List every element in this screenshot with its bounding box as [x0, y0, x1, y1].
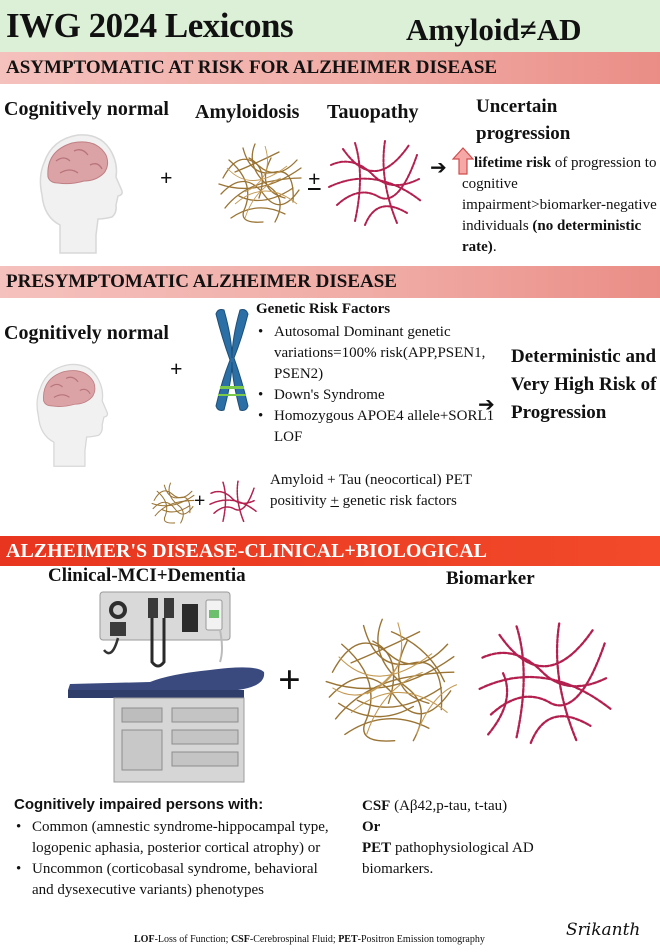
risk-paren: (no deterministic rate) [462, 218, 642, 255]
impaired-item: Common (amnestic syndrome-hippocampal ty… [16, 817, 332, 859]
title-bar [0, 0, 660, 52]
risk-text: of progression to cognitive impairment>b… [462, 155, 657, 234]
genetic-risk-list: Autosomal Dominant genetic variations=10… [256, 322, 519, 448]
footer-lof-def: -Loss of Function; [154, 934, 231, 945]
exam-table-icon [68, 591, 265, 783]
genetic-risk-item: Autosomal Dominant genetic variations=10… [258, 322, 519, 385]
outcome-uncertain-line2: progression [476, 123, 571, 144]
csf-text: (Aβ42,p-tau, t-tau) [394, 798, 508, 814]
impaired-list: Common (amnestic syndrome-hippocampal ty… [14, 817, 332, 901]
section-heading-presymptomatic: PRESYMPTOMATIC ALZHEIMER DISEASE [0, 266, 660, 298]
signature: Srikanth [566, 920, 641, 940]
label-biomarker: Biomarker [446, 568, 535, 589]
impaired-title: Cognitively impaired persons with: [14, 796, 264, 813]
amyloid-fibrils-icon-large [325, 618, 458, 742]
page-subtitle: Amyloid≠AD [406, 12, 582, 47]
plus-sign-small: + [194, 490, 206, 512]
impaired-item: Uncommon (corticobasal syndrome, behavio… [16, 859, 332, 901]
human-head-brain-icon [39, 134, 123, 254]
footer-csf-def: -Cerebrospinal Fluid; [249, 934, 339, 945]
footer-csf-abbr: CSF [230, 934, 250, 945]
footer-pet-abbr: PET [338, 934, 358, 945]
pet-text-a: Amyloid + Tau (neocortical) PET positivi… [270, 472, 472, 509]
arrow-icon-2: ➔ [478, 394, 495, 416]
section-heading-clinical-biological: ALZHEIMER'S DISEASE-CLINICAL+BIOLOGICAL [0, 536, 660, 566]
up-arrow-icon [452, 147, 474, 175]
risk-period: . [492, 239, 497, 255]
footer-lof-abbr: LOF [134, 934, 155, 945]
plus-sign-1: + [160, 165, 173, 190]
human-head-brain-icon-2 [36, 363, 109, 467]
outcome-deterministic: Deterministic and Very High Risk of Prog… [511, 346, 657, 423]
label-cognitively-normal-2: Cognitively normal [4, 322, 169, 344]
pet-bold: PET [362, 840, 392, 856]
label-clinical: Clinical-MCI+Dementia [48, 565, 246, 586]
genetic-risk-item: Down's Syndrome [258, 385, 519, 406]
pet-text: pathophysiological AD biomarkers. [362, 840, 534, 877]
pet-positivity-text: Amyloid + Tau (neocortical) PET positivi… [270, 470, 500, 512]
plus-sign-2: + [170, 356, 183, 381]
pet-text-b: genetic risk factors [342, 493, 457, 509]
tau-tangles-icon-large [478, 622, 612, 745]
label-cognitively-normal-1: Cognitively normal [4, 98, 169, 120]
chromosome-icon [215, 309, 249, 411]
section-heading-asymptomatic: ASYMPTOMATIC AT RISK FOR ALZHEIMER DISEA… [0, 52, 660, 84]
outcome-uncertain-line1: Uncertain [476, 96, 558, 117]
tau-tangles-icon-small [209, 480, 257, 523]
biomarker-text: CSF (Aβ42,p-tau, t-tau) Or PET pathophys… [362, 796, 562, 880]
label-amyloidosis: Amyloidosis [195, 101, 300, 123]
risk-bold: lifetime risk [474, 155, 552, 171]
risk-description: lifetime risk of progression to cognitiv… [462, 153, 658, 258]
plus-minus-sign-1: + [308, 166, 321, 191]
arrow-icon-1: ➔ [430, 157, 447, 179]
amyloid-fibrils-icon [218, 143, 302, 223]
footer-pet-def: -Positron Emission tomography [357, 934, 485, 945]
csf-bold: CSF [362, 798, 391, 814]
or-label: Or [362, 819, 381, 835]
page-title: IWG 2024 Lexicons [6, 6, 294, 45]
outcome-uncertain: Uncertain progression [476, 93, 570, 147]
pet-plus-minus: + [330, 493, 339, 509]
label-tauopathy: Tauopathy [327, 101, 419, 123]
tau-tangles-icon [328, 140, 422, 226]
amyloid-fibrils-icon-small [151, 482, 195, 524]
genetic-risk-item: Homozygous APOE4 allele+SORL1 LOF [258, 406, 519, 448]
plus-sign-3: + [278, 657, 301, 702]
genetic-risk-title: Genetic Risk Factors [256, 301, 391, 317]
footer-abbreviations: LOF-Loss of Function; CSF-Cerebrospinal … [134, 934, 485, 945]
